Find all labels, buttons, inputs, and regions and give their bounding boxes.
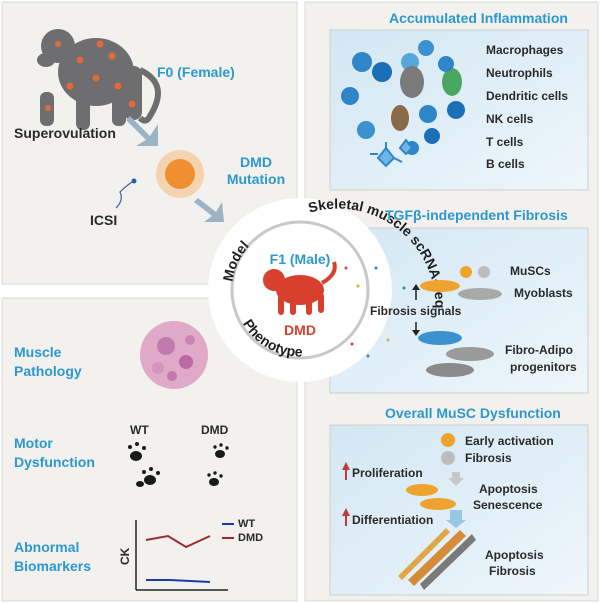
wt-footprint-label: WT [130, 423, 149, 437]
icsi-label: ICSI [90, 212, 118, 228]
muscle-pathology-label-2: Pathology [14, 363, 82, 379]
cell-label: B cells [486, 157, 525, 171]
muscle-pathology-label-1: Muscle [14, 344, 62, 360]
biomarkers-label-2: Biomarkers [14, 558, 92, 574]
f0-label: F0 (Female) [157, 64, 235, 80]
dmd-legend-label: DMD [238, 532, 264, 544]
muscs-label: MuSCs [510, 264, 551, 278]
early-activation-label: Early activation [465, 434, 554, 448]
cell-label: Macrophages [486, 43, 564, 57]
wt-legend-label: WT [238, 518, 256, 530]
cell-label: T cells [486, 135, 524, 149]
wt-line [146, 579, 211, 583]
myoblasts-label: Myoblasts [514, 286, 573, 300]
motor-dysfunction-label-2: Dysfunction [14, 454, 95, 470]
signal-dots [344, 266, 406, 358]
red-monkey-icon [263, 261, 337, 315]
f1-label: F1 (Male) [269, 251, 331, 267]
apoptosis-label-2: Apoptosis [485, 548, 544, 562]
proliferation-label: Proliferation [352, 466, 423, 480]
biomarkers-label-1: Abnormal [14, 539, 80, 555]
cell-label: Neutrophils [486, 66, 553, 80]
fap-label-2: progenitors [510, 360, 577, 374]
dmd-line [145, 534, 211, 549]
fibrosis-label: Fibrosis [465, 451, 512, 465]
musc-title: Overall MuSC Dysfunction [385, 405, 561, 421]
motor-dysfunction-label-1: Motor [14, 435, 53, 451]
dmd-mutation-label-1: DMD [240, 154, 272, 170]
cell-label: Dendritic cells [486, 89, 569, 103]
arrow-down-icon [448, 472, 464, 486]
ck-axis-label: CK [118, 547, 132, 565]
dmd-footprint-label: DMD [201, 423, 229, 437]
superovulation-label: Superovulation [14, 125, 116, 141]
cell-label: NK cells [486, 112, 534, 126]
arrow-icon [194, 198, 224, 222]
fibrosis-signals-label: Fibrosis signals [370, 304, 462, 318]
immune-cells-icon [341, 40, 465, 168]
fibrosis-label-2: Fibrosis [489, 564, 536, 578]
up-arrows [342, 462, 350, 526]
musc-cells-icon [418, 266, 502, 377]
musc-dysfunction-icons [398, 433, 476, 590]
dmd-mutation-label-2: Mutation [226, 171, 286, 187]
arrow-icon [126, 116, 158, 146]
apoptosis-label: Apoptosis [479, 482, 538, 496]
dmd-center-label: DMD [284, 322, 316, 338]
sperm-icon [115, 181, 133, 209]
differentiation-label: Differentiation [352, 513, 434, 527]
footprint-icons [128, 442, 229, 487]
fibrosis-title: TGFβ-independent Fibrosis [385, 207, 568, 223]
fap-label-1: Fibro-Adipo [505, 343, 573, 357]
senescence-label: Senescence [473, 498, 543, 512]
monkey-spots [45, 40, 136, 111]
arrow-down-icon [450, 510, 462, 520]
inflammation-title: Accumulated Inflammation [389, 10, 568, 26]
